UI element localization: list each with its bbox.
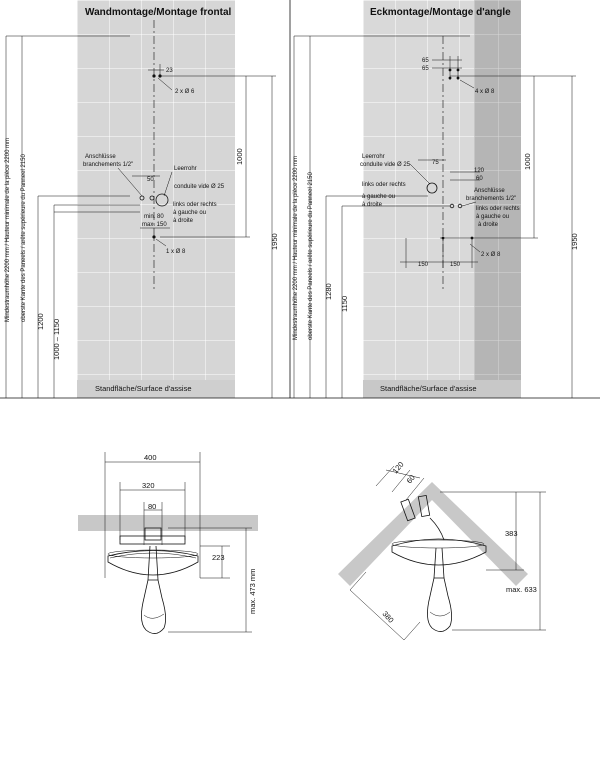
- left-links2: à gauche ou: [173, 210, 206, 216]
- right-vlabel-outer: Mindestraumhöhe 2200 mm / Hauteur minima…: [293, 156, 299, 340]
- corner-walls: [338, 482, 528, 586]
- right-links2: à gauche ou: [362, 194, 395, 200]
- left-dim-23: 23: [166, 68, 173, 74]
- right-dim-120: 120: [474, 168, 485, 174]
- front-dim-80: 80: [148, 502, 156, 511]
- left-links1: links oder rechts: [173, 202, 217, 208]
- left-dim-1000-1150: 1000 – 1150: [52, 319, 61, 360]
- front-dim-max473: max. 473 mm: [248, 569, 257, 614]
- left-dim-50: 50: [147, 177, 154, 183]
- right-links1: links oder rechts: [362, 182, 406, 188]
- right-conduite: conduite vide Ø 25: [360, 162, 411, 168]
- right-links4: links oder rechts: [476, 206, 520, 212]
- right-floor-label: Standfläche/Surface d'assise: [380, 384, 477, 393]
- front-dim-400: 400: [144, 453, 157, 462]
- shower-head-front: [107, 550, 199, 576]
- right-dim-150a: 150: [418, 262, 429, 268]
- right-leerrohr: Leerrohr: [362, 154, 385, 160]
- corner-view-drawing: 120 60 383 max. 633 380: [338, 460, 546, 641]
- front-view-drawing: 400 320 80 223 max. 473 mm: [78, 452, 258, 634]
- right-dim-65a: 65: [422, 58, 429, 64]
- right-dim-1280: 1280: [324, 283, 333, 300]
- right-dim-75: 75: [432, 160, 439, 166]
- left-branchements: branchements 1/2": [83, 162, 133, 168]
- left-floor-label: Standfläche/Surface d'assise: [95, 384, 192, 393]
- left-dim-1000: 1000: [235, 148, 244, 165]
- front-dim-320: 320: [142, 481, 155, 490]
- front-dim-223: 223: [212, 553, 225, 562]
- right-links3: à droite: [362, 202, 383, 208]
- connection-right-mark: [149, 195, 155, 201]
- right-dim-1950: 1950: [570, 233, 579, 250]
- right-dim-1150: 1150: [340, 296, 349, 312]
- right-anschluss: Anschlüsse: [474, 188, 505, 194]
- left-title: Wandmontage/Montage frontal: [85, 7, 232, 18]
- connection-left-mark: [139, 195, 145, 201]
- left-vlabel-outer: Mindestraumhöhe 2200 mm / Hauteur minima…: [5, 138, 11, 322]
- shower-head-corner: [391, 538, 487, 566]
- left-min80: min. 80: [144, 214, 164, 220]
- left-vlabel-inner: oberste Kante des Paneels / arête supéri…: [21, 154, 27, 322]
- conduit-mark: [155, 193, 169, 207]
- right-dim-150b: 150: [450, 262, 461, 268]
- right-vlabel-inner: oberste Kante des Paneels / arête supéri…: [308, 172, 314, 340]
- right-dim-1000: 1000: [523, 153, 532, 170]
- right-conduit-mark: [426, 182, 438, 194]
- left-anschluss: Anschlüsse: [85, 154, 116, 160]
- hole-mark: [152, 74, 156, 78]
- right-label-2x8: 2 x Ø 8: [481, 252, 501, 258]
- corner-dim-max633: max. 633: [506, 585, 537, 594]
- left-leerrohr: Leerrohr: [174, 166, 197, 172]
- right-links6: à droite: [478, 222, 499, 228]
- right-wall-panel: Eckmontage/Montage d'angle Mindestraumhö…: [290, 0, 600, 399]
- right-dim-60: 60: [476, 176, 483, 182]
- left-conduite: conduite vide Ø 25: [174, 184, 225, 190]
- right-title: Eckmontage/Montage d'angle: [370, 7, 511, 18]
- hand-shower-corner: [427, 577, 452, 632]
- left-wall-panel: Wandmontage/Montage frontal Mindestraumh…: [0, 0, 291, 399]
- hand-shower-front: [141, 579, 166, 634]
- right-links5: à gauche ou: [476, 214, 509, 220]
- left-dim-1950: 1950: [270, 233, 279, 250]
- left-label-2x6: 2 x Ø 6: [175, 89, 195, 95]
- right-dim-65b: 65: [422, 66, 429, 72]
- right-branchements: branchements 1/2": [466, 196, 516, 202]
- corner-dim-380: 380: [381, 609, 396, 624]
- left-links3: à droite: [173, 218, 194, 224]
- left-label-1x8: 1 x Ø 8: [166, 249, 186, 255]
- right-label-4x8: 4 x Ø 8: [475, 89, 495, 95]
- left-max150: max. 150: [142, 222, 167, 228]
- left-dim-1200: 1200: [36, 313, 45, 330]
- corner-dim-120: 120: [391, 460, 406, 475]
- corner-dim-383: 383: [505, 529, 518, 538]
